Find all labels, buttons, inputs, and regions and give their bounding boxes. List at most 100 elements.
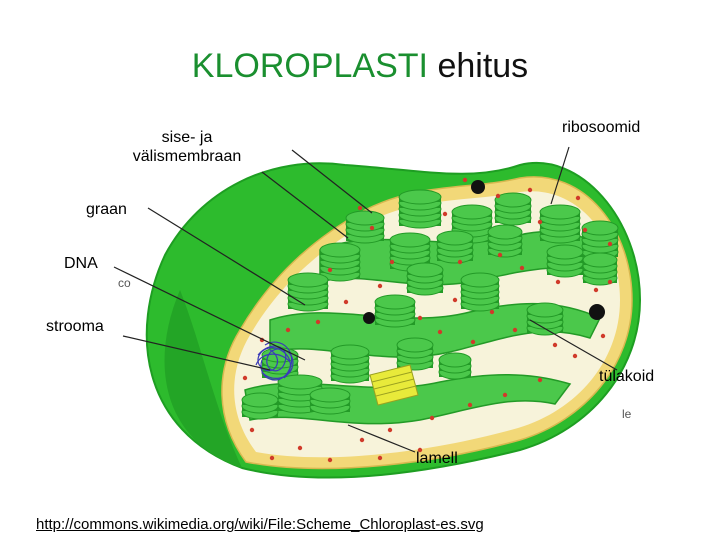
ribosome-large-3 bbox=[589, 304, 605, 320]
stroma-dot bbox=[462, 177, 468, 183]
label-thylakoid: tülakoid bbox=[599, 368, 655, 385]
thylakoid-disc bbox=[277, 374, 323, 390]
thylakoid-disc bbox=[330, 344, 370, 360]
granum-stack bbox=[487, 224, 523, 258]
granum-stack bbox=[374, 294, 416, 328]
thylakoid-disc bbox=[436, 230, 474, 246]
leader-membrane-inner bbox=[261, 171, 349, 239]
dna-tangle bbox=[255, 341, 294, 381]
stroma-dot bbox=[537, 219, 543, 225]
thylakoid-disc bbox=[319, 242, 361, 258]
stroma-dot bbox=[417, 447, 423, 453]
stroma-dot bbox=[600, 333, 606, 339]
thylakoid-disc bbox=[241, 392, 279, 408]
stroma-dot bbox=[497, 252, 503, 258]
granum-stack bbox=[330, 344, 370, 384]
stroma-dot bbox=[369, 225, 375, 231]
stroma-dot bbox=[495, 193, 501, 199]
stroma-dot bbox=[537, 377, 543, 383]
granum-stack bbox=[345, 210, 385, 244]
thylakoid-disc bbox=[396, 337, 434, 353]
stroma-dot bbox=[470, 339, 476, 345]
stroma-dot bbox=[327, 457, 333, 463]
stroma-dot bbox=[519, 265, 525, 271]
granum-stack bbox=[287, 272, 329, 312]
stroma-dot bbox=[593, 287, 599, 293]
stroma-dot bbox=[582, 227, 588, 233]
stroma-dot bbox=[357, 205, 363, 211]
title-rest: ehitus bbox=[437, 47, 529, 85]
stroma-dot bbox=[452, 297, 458, 303]
leader-ribosomes bbox=[550, 146, 570, 205]
stroma-dot bbox=[467, 402, 473, 408]
stroma-dot bbox=[572, 353, 578, 359]
stroma-dot bbox=[249, 427, 255, 433]
granum-stack bbox=[539, 204, 581, 244]
stroma-dot bbox=[389, 259, 395, 265]
title-main: KLOROPLASTI bbox=[191, 47, 428, 85]
stroma-dot bbox=[359, 437, 365, 443]
thylakoid-disc bbox=[389, 232, 431, 248]
thylakoid-disc bbox=[451, 204, 493, 220]
label-dna: DNA bbox=[64, 255, 98, 272]
granum-stack bbox=[389, 232, 431, 272]
stroma-dot bbox=[437, 329, 443, 335]
thylakoid-disc bbox=[345, 210, 385, 226]
ribosome-large-2 bbox=[363, 312, 375, 324]
stroma-dot bbox=[502, 392, 508, 398]
thylakoid-disc bbox=[494, 192, 532, 208]
source-link[interactable]: http://commons.wikimedia.org/wiki/File:S… bbox=[36, 516, 484, 533]
stroma-dot bbox=[429, 415, 435, 421]
stroma-dot bbox=[343, 299, 349, 305]
granum-stack bbox=[582, 252, 618, 286]
stroma-dot bbox=[377, 455, 383, 461]
stroma-dot bbox=[607, 241, 613, 247]
label-membranes: sise- ja välismembraan bbox=[132, 129, 242, 165]
stroma-dot bbox=[327, 267, 333, 273]
granum-stack bbox=[438, 352, 472, 380]
stroma-dot bbox=[527, 187, 533, 193]
label-ribosomes: ribosoomid bbox=[562, 119, 641, 136]
granum-stack bbox=[526, 302, 564, 336]
stroma-dot bbox=[512, 327, 518, 333]
granum-stack bbox=[241, 392, 279, 420]
label-granum: graan bbox=[86, 201, 127, 218]
thylakoid-disc bbox=[406, 262, 444, 278]
leader-granum bbox=[147, 207, 306, 306]
granum-stack bbox=[494, 192, 532, 226]
stroma-dot bbox=[575, 195, 581, 201]
label-cut-co: co bbox=[118, 276, 131, 290]
stroma-dot bbox=[555, 279, 561, 285]
leader-stroma bbox=[122, 335, 271, 371]
label-lamella: lamell bbox=[416, 450, 458, 467]
stroma-dot bbox=[489, 309, 495, 315]
granum-stack bbox=[546, 244, 584, 278]
stroma-dot bbox=[607, 279, 613, 285]
stroma-dot bbox=[417, 315, 423, 321]
thylakoid-disc bbox=[460, 272, 500, 288]
thylakoid-disc bbox=[487, 224, 523, 240]
thylakoid-disc bbox=[546, 244, 584, 260]
thylakoid-disc bbox=[374, 294, 416, 310]
granum-stack bbox=[309, 387, 351, 415]
thylakoid-disc bbox=[539, 204, 581, 220]
granum-stack bbox=[581, 220, 619, 260]
stroma-dot bbox=[297, 445, 303, 451]
thylakoid-disc bbox=[398, 189, 442, 205]
thylakoid-disc bbox=[309, 387, 351, 403]
thylakoid-disc bbox=[526, 302, 564, 318]
stroma-dot bbox=[457, 259, 463, 265]
outer-rim bbox=[164, 290, 242, 468]
leader-lines bbox=[113, 146, 618, 453]
stroma-dot bbox=[552, 342, 558, 348]
stroma-dot bbox=[242, 375, 248, 381]
label-stroma: strooma bbox=[46, 318, 104, 335]
granum-stack bbox=[319, 242, 361, 282]
page-title: KLOROPLASTI ehitus bbox=[0, 44, 720, 88]
stroma-dots bbox=[242, 177, 613, 463]
lamella-bundle bbox=[369, 364, 419, 406]
label-cut-le: le bbox=[622, 407, 632, 421]
thylakoid-disc bbox=[287, 272, 329, 288]
leader-dna bbox=[113, 266, 306, 361]
